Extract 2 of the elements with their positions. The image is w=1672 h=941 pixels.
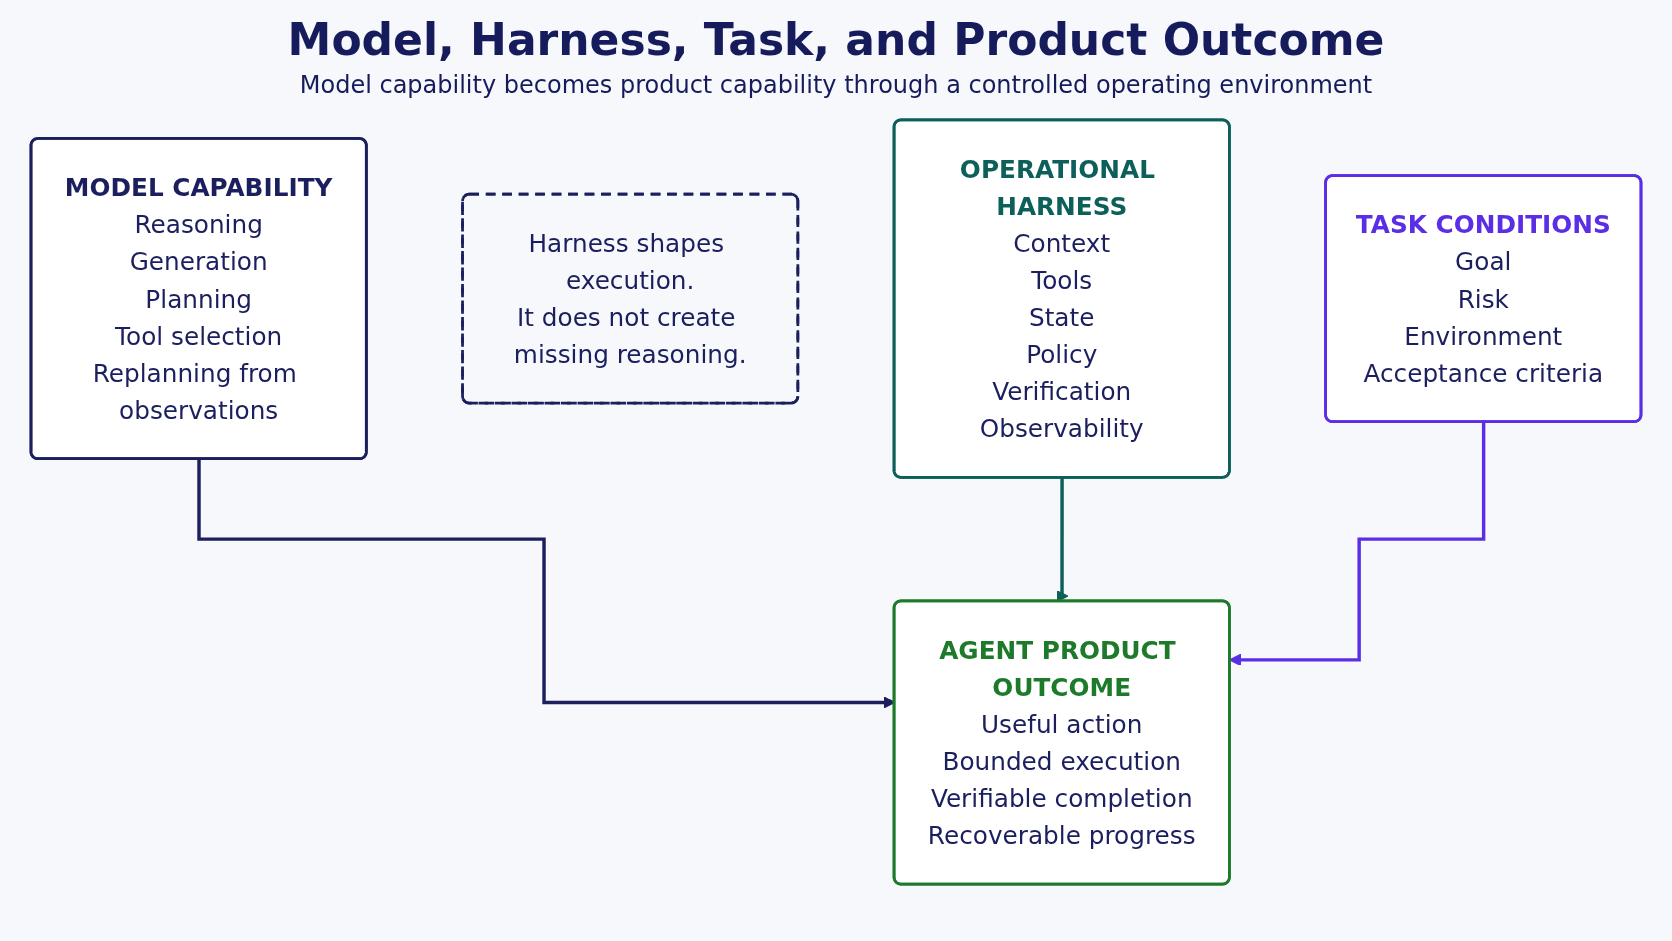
diagram-subtitle: Model capability becomes product capability through a controlled operating environment bbox=[299, 71, 1373, 99]
diagram-title: Model, Harness, Task, and Product Outcome bbox=[287, 14, 1385, 65]
